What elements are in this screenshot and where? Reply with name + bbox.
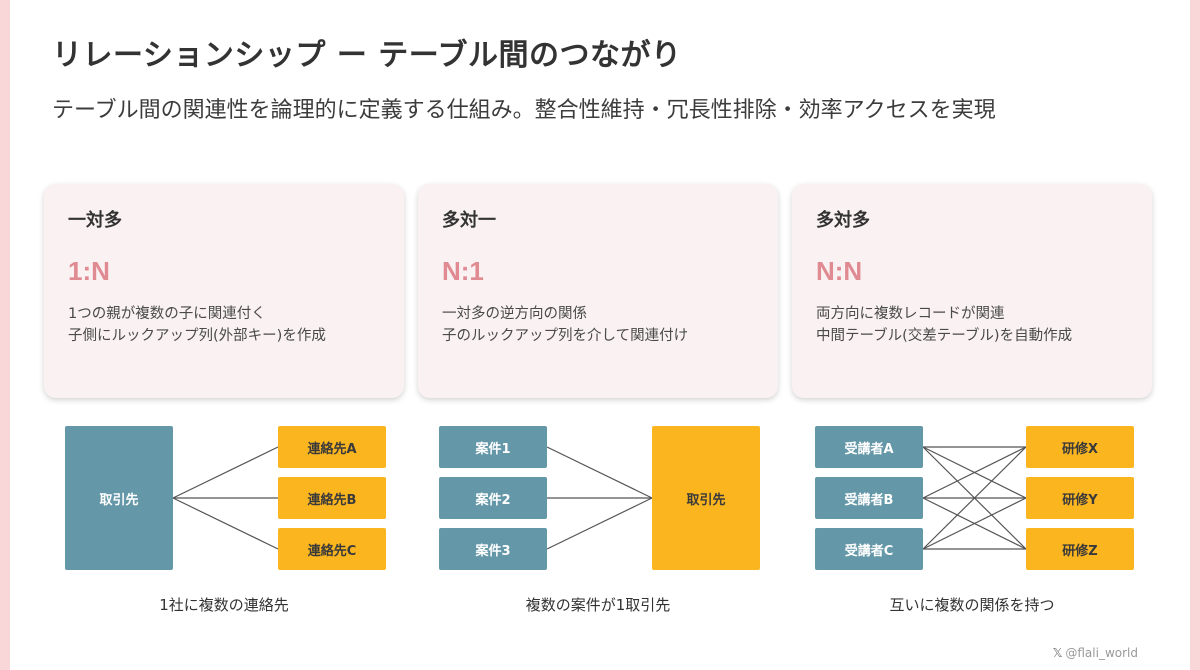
page-subtitle: テーブル間の関連性を論理的に定義する仕組み。整合性維持・冗長性排除・効率アクセス… [52,98,996,123]
connector-line [922,497,1027,550]
card-desc-line: 両方向に複数レコードが関連 [816,306,1005,322]
connector-line [922,446,1027,550]
connector-line [172,446,279,499]
node-student-a: 受講者A [815,426,923,468]
author-handle: @flali_world [1065,646,1138,660]
right-edge-bar [1190,0,1200,670]
diagram-one-to-many: 取引先 連絡先A 連絡先B 連絡先C [64,420,424,580]
card-ratio: N:1 [442,256,484,286]
node-contact-b: 連絡先B [278,477,386,519]
card-description: 両方向に複数レコードが関連 中間テーブル(交差テーブル)を自動作成 [816,303,1128,347]
diagram-caption: 1社に複数の連絡先 [159,596,289,614]
connector-lines [546,446,653,550]
card-desc-line: 子側にルックアップ列(外部キー)を作成 [68,328,326,344]
card-heading: 多対多 [816,210,870,231]
card-ratio: N:N [816,256,863,286]
node-training-y: 研修Y [1026,477,1134,519]
card-desc-line: 中間テーブル(交差テーブル)を自動作成 [816,328,1073,344]
x-logo-icon: 𝕏 [1052,646,1063,660]
connector-line [172,497,279,550]
node-training-z: 研修Z [1026,528,1134,570]
connector-line [546,446,653,499]
connector-lines [922,446,1027,550]
card-desc-line: 一対多の逆方向の関係 [442,306,587,322]
card-one-to-many: 一対多 1:N 1つの親が複数の子に関連付く 子側にルックアップ列(外部キー)を… [44,184,404,398]
card-heading: 多対一 [442,210,496,231]
card-description: 一対多の逆方向の関係 子のルックアップ列を介して関連付け [442,303,754,347]
connector-line [546,497,653,550]
card-many-to-one: 多対一 N:1 一対多の逆方向の関係 子のルックアップ列を介して関連付け [418,184,778,398]
diagram-many-to-many: 受講者A 受講者B 受講者C 研修X 研修Y 研修Z [814,420,1174,580]
node-deal-3: 案件3 [439,528,547,570]
card-heading: 一対多 [68,210,122,231]
node-contact-a: 連絡先A [278,426,386,468]
diagram-caption: 互いに複数の関係を持つ [889,596,1055,614]
node-student-c: 受講者C [815,528,923,570]
node-account: 取引先 [652,426,760,570]
node-deal-1: 案件1 [439,426,547,468]
diagram-caption: 複数の案件が1取引先 [525,596,671,614]
connector-line [922,446,1027,499]
author-credit: 𝕏@flali_world [1053,646,1138,660]
node-deal-2: 案件2 [439,477,547,519]
card-many-to-many: 多対多 N:N 両方向に複数レコードが関連 中間テーブル(交差テーブル)を自動作… [792,184,1152,398]
node-account: 取引先 [65,426,173,570]
node-contact-c: 連絡先C [278,528,386,570]
left-edge-bar [0,0,10,670]
node-training-x: 研修X [1026,426,1134,468]
card-desc-line: 1つの親が複数の子に関連付く [68,306,266,322]
node-student-b: 受講者B [815,477,923,519]
card-description: 1つの親が複数の子に関連付く 子側にルックアップ列(外部キー)を作成 [68,303,380,347]
page-title: リレーションシップ ー テーブル間のつながり [52,38,682,73]
card-desc-line: 子のルックアップ列を介して関連付け [442,328,689,344]
connector-lines [172,446,279,550]
diagram-many-to-one: 案件1 案件2 案件3 取引先 [438,420,798,580]
card-ratio: 1:N [68,256,110,286]
